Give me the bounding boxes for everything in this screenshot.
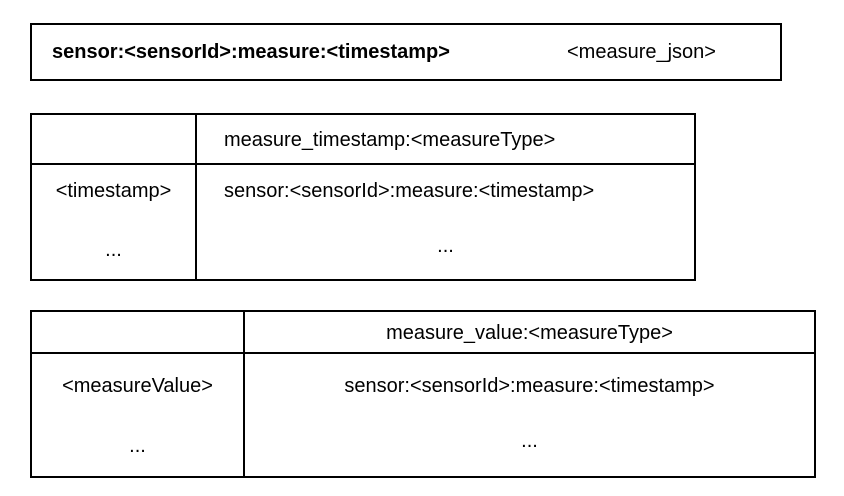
measure-json-value: <measure_json> [567, 41, 716, 63]
value-table-header: measure_value:<measureType> [386, 322, 673, 344]
table-column-divider [195, 115, 197, 279]
table-row: ... [197, 234, 694, 258]
timestamp-score-cell: <timestamp> [55, 180, 172, 202]
timestamp-sorted-set-table: measure_timestamp:<measureType> <timesta… [30, 113, 696, 281]
timestamp-table-header: measure_timestamp:<measureType> [224, 129, 556, 151]
value-score-cell: <measureValue> [62, 375, 213, 397]
table-row: <timestamp> [32, 179, 195, 203]
timestamp-member-ellipsis: ... [437, 235, 454, 257]
value-member-cell: sensor:<sensorId>:measure:<timestamp> [344, 375, 715, 397]
value-member-ellipsis: ... [521, 430, 538, 452]
value-score-ellipsis: ... [129, 435, 146, 457]
timestamp-member-cell: sensor:<sensorId>:measure:<timestamp> [224, 180, 595, 202]
table-row: <measureValue> [32, 374, 243, 398]
measure-json-key-box: sensor:<sensorId>:measure:<timestamp> <m… [30, 23, 782, 81]
table-header-divider [32, 163, 694, 165]
table-row: ... [245, 429, 814, 453]
table-header: measure_value:<measureType> [245, 321, 814, 345]
measure-key-label: sensor:<sensorId>:measure:<timestamp> [52, 41, 450, 63]
value-sorted-set-table: measure_value:<measureType> <measureValu… [30, 310, 816, 478]
timestamp-score-ellipsis: ... [105, 239, 122, 261]
table-column-divider [243, 312, 245, 476]
table-row: ... [32, 434, 243, 458]
table-header-divider [32, 352, 814, 354]
table-row: sensor:<sensorId>:measure:<timestamp> [245, 374, 814, 398]
table-row: ... [32, 238, 195, 262]
